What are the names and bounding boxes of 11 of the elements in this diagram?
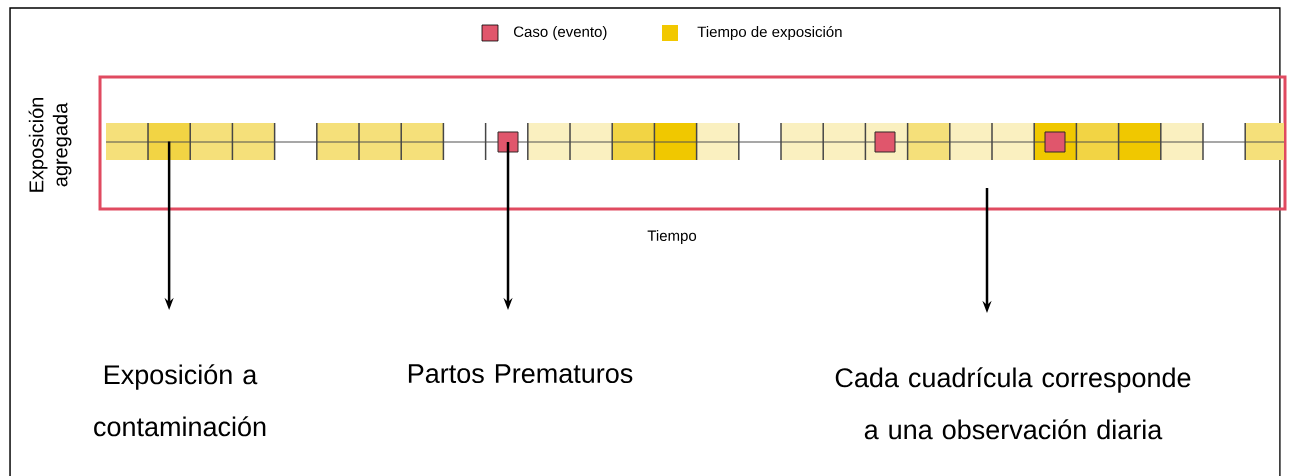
legend-label: Caso (evento) [514,26,607,40]
timeline-band [98,75,1287,211]
case-marker [874,131,896,153]
caption-text: Cada cuadrícula corresponde a una observación diaria [835,367,1191,440]
case-marker [1044,131,1066,153]
legend-label: Tiempo de exposición [697,25,842,41]
caption-text: Exposición a contaminación [94,364,266,437]
caption-text: Partos Prematuros [408,364,633,384]
case-marker [497,131,519,153]
axis-label: Tiempo [647,230,697,244]
axis-label: Exposición agregada [28,97,72,192]
